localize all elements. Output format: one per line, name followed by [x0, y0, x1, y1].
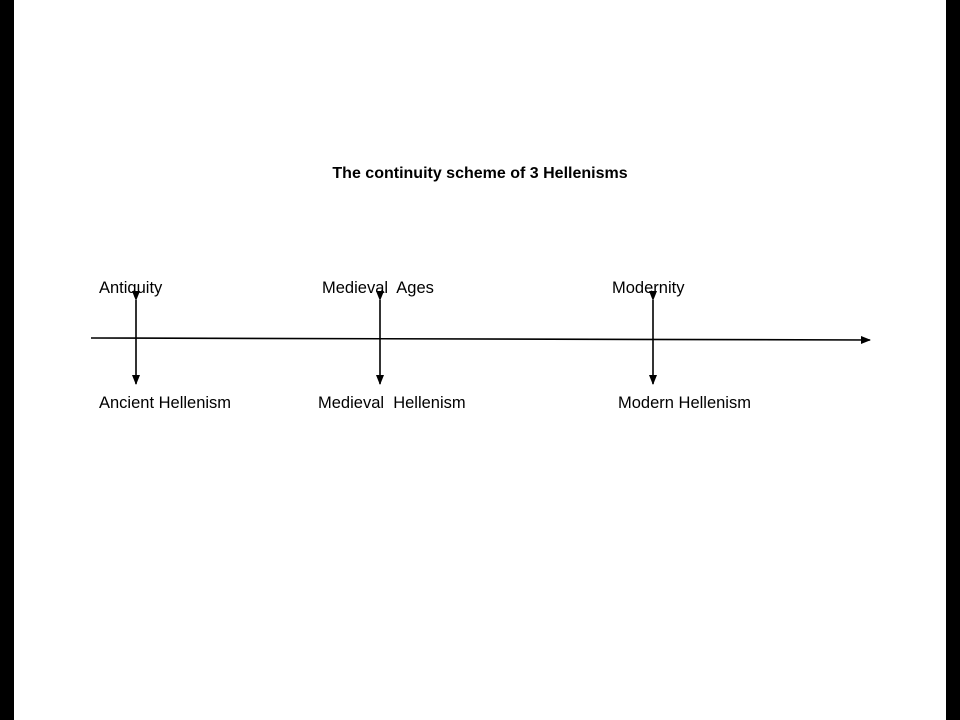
- hellenism-label-ancient: Ancient Hellenism: [99, 394, 231, 412]
- hellenism-label-modern: Modern Hellenism: [618, 394, 751, 412]
- diagram-title: The continuity scheme of 3 Hellenisms: [332, 165, 627, 182]
- era-label-antiquity: Antiquity: [99, 279, 163, 297]
- slide: [14, 0, 946, 720]
- era-label-medieval: Medieval Ages: [322, 279, 434, 297]
- timeline-axis-arrow: [90, 335, 871, 344]
- hellenism-label-medieval: Medieval Hellenism: [318, 394, 466, 412]
- era-label-modernity: Modernity: [612, 279, 685, 297]
